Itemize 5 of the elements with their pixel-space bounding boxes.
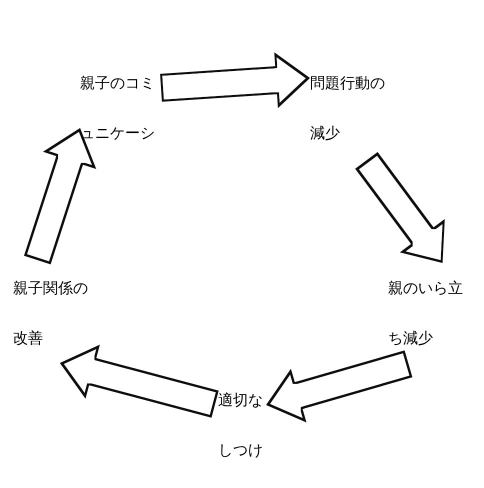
cycle-step-text: 問題行動の減少 xyxy=(310,58,388,158)
cycle-step-text: 親子関係の改善 xyxy=(13,263,91,363)
cycle-step-text: 適切なしつけ xyxy=(218,375,266,475)
cycle-step-text: 親子のコミュニケーシ xyxy=(80,58,158,158)
cycle-step-text: 親のいら立ち減少 xyxy=(388,263,466,363)
